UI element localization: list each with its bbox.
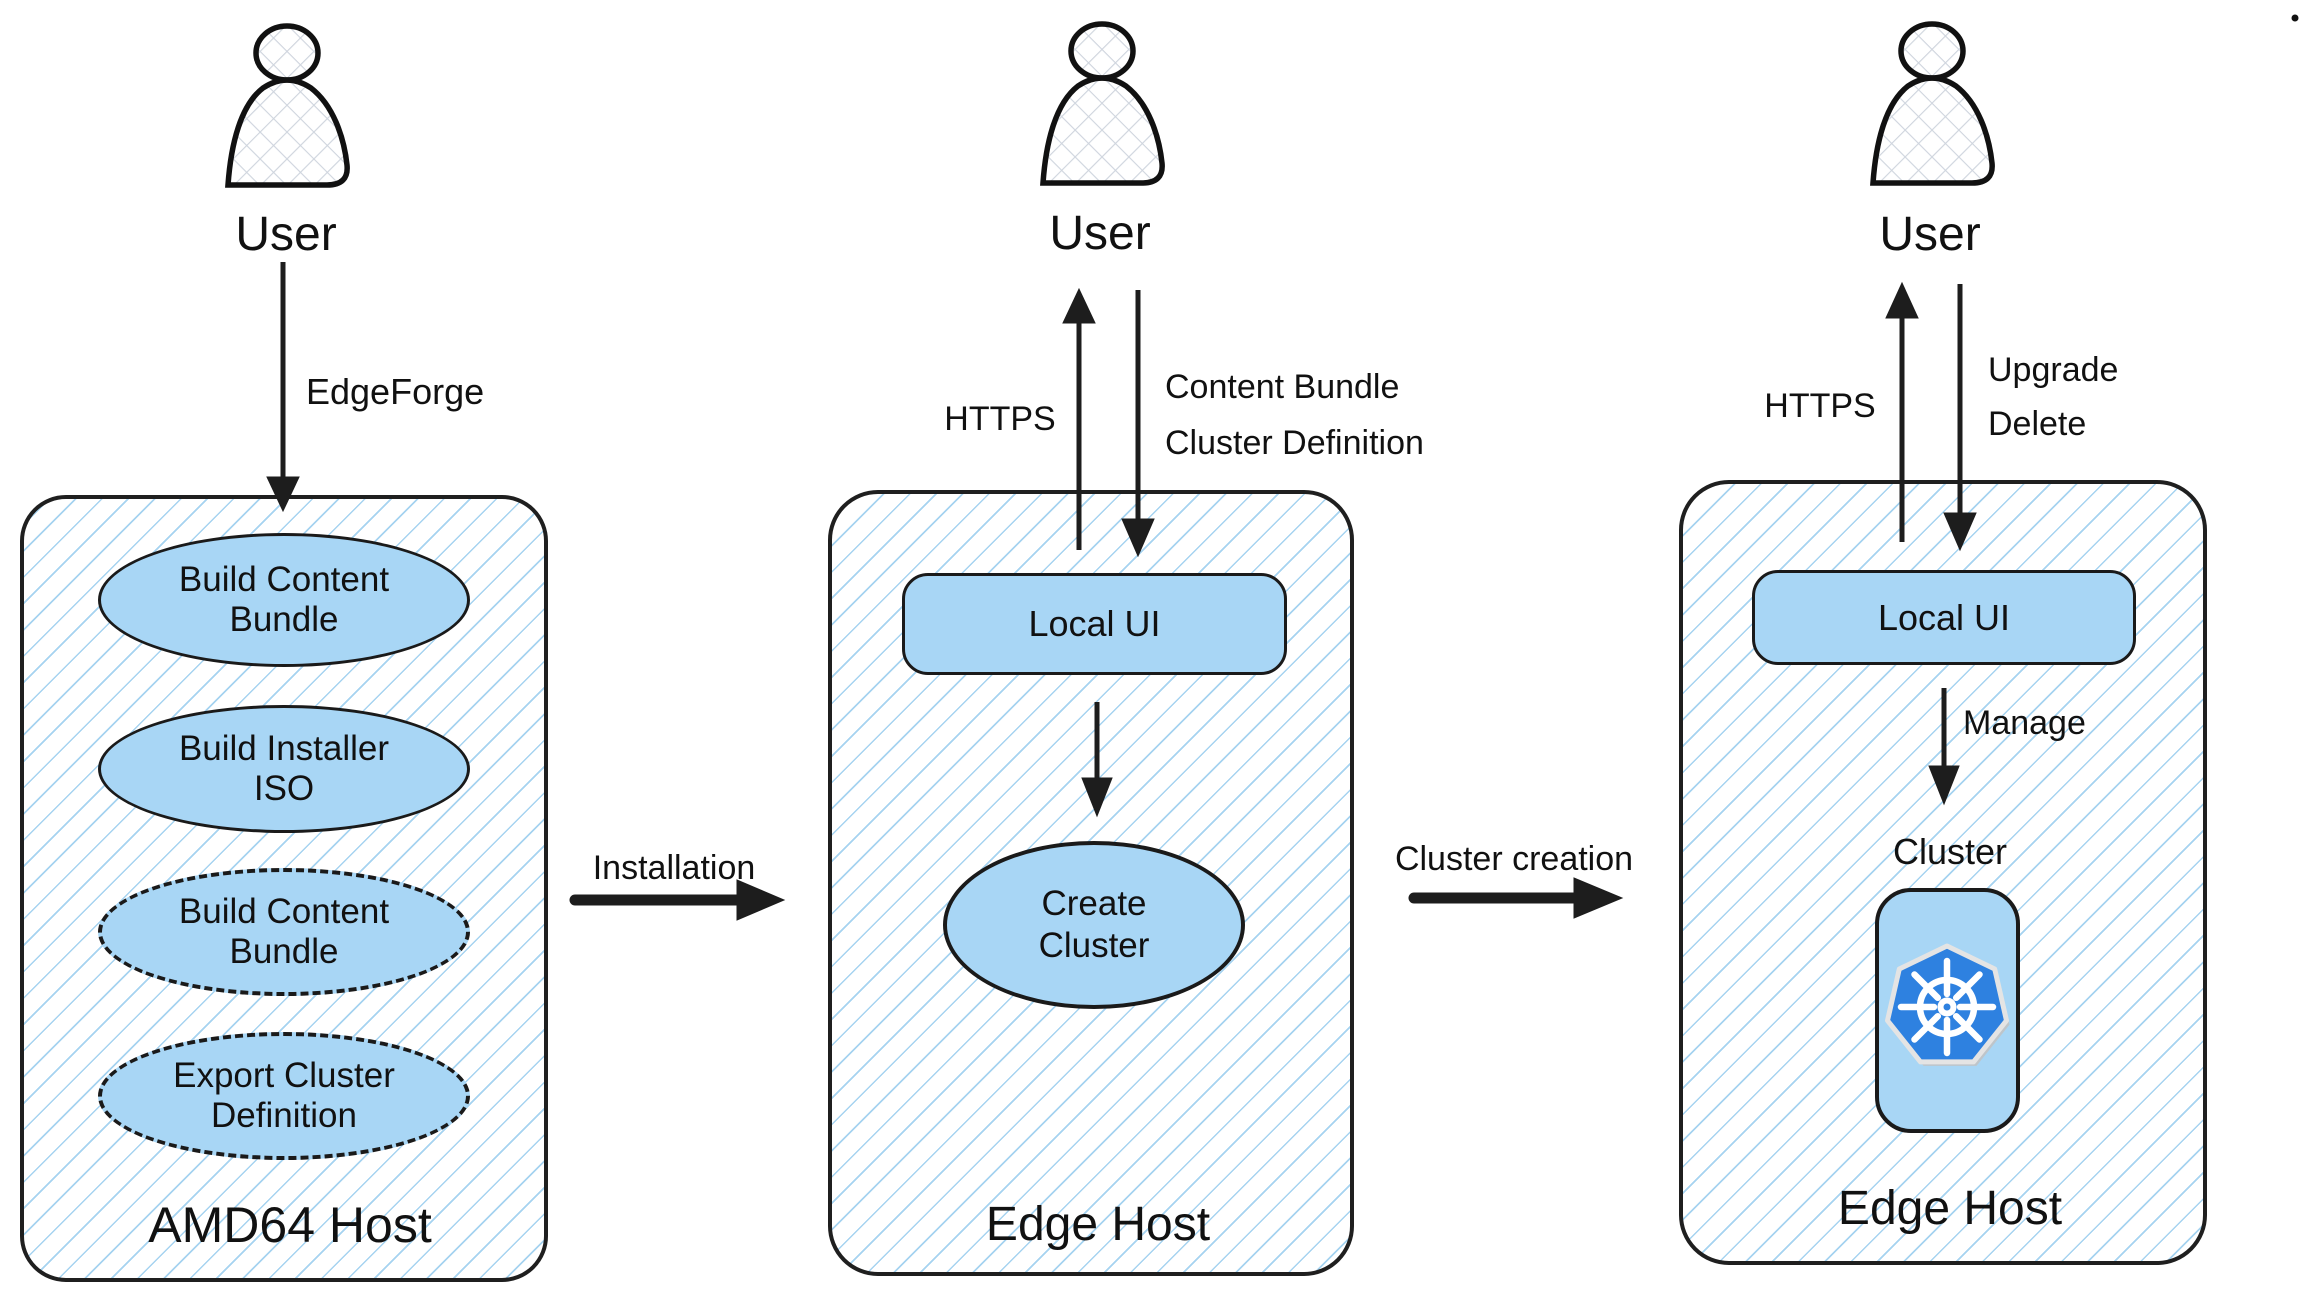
local-ui-node-right: Local UI	[1752, 570, 2136, 665]
node-label-line: Export Cluster	[173, 1056, 395, 1095]
node-label-line: Local UI	[1877, 596, 2011, 638]
user-label-middle: User	[1049, 207, 1151, 260]
node-label-line: Build Content	[178, 892, 390, 931]
user-label-left: User	[235, 208, 337, 261]
delete-label: Delete	[1988, 405, 2087, 443]
node-label-line: Bundle	[229, 600, 339, 639]
build-content-bundle-node: Build Content Bundle	[98, 533, 470, 667]
node-label-line: Create	[1041, 884, 1147, 923]
edge-host-label-middle: Edge Host	[985, 1198, 1211, 1251]
local-ui-node-middle: Local UI	[902, 573, 1287, 675]
user-icon-right	[1873, 24, 1992, 183]
installation-label: Installation	[592, 849, 756, 887]
https-label-middle: HTTPS	[944, 400, 1056, 438]
stray-dot	[2291, 14, 2299, 22]
upgrade-label: Upgrade	[1988, 351, 2119, 389]
kubernetes-cluster-badge	[1875, 888, 2020, 1133]
https-label-right: HTTPS	[1764, 387, 1876, 425]
export-cluster-definition-node: Export Cluster Definition	[98, 1032, 470, 1160]
amd64-host-label: AMD64 Host	[148, 1197, 432, 1253]
node-label-line: Build Content	[178, 560, 390, 599]
build-content-bundle-optional-node: Build Content Bundle	[98, 868, 470, 996]
content-bundle-label: Content Bundle	[1165, 368, 1400, 406]
cluster-creation-label: Cluster creation	[1394, 840, 1634, 878]
user-icon-middle	[1043, 24, 1162, 183]
create-cluster-node: Create Cluster	[943, 841, 1245, 1009]
cluster-creation-arrow	[1408, 877, 1624, 919]
user-label-right: User	[1879, 208, 1981, 261]
edgeforge-label: EdgeForge	[306, 371, 485, 412]
node-label-line: Cluster	[1038, 926, 1150, 965]
node-label-line: Bundle	[229, 932, 339, 971]
cluster-label: Cluster	[1892, 831, 2008, 872]
cluster-definition-label: Cluster Definition	[1165, 424, 1424, 462]
edge-host-label-right: Edge Host	[1837, 1182, 2063, 1235]
user-icon-left	[228, 26, 347, 185]
edgeforge-arrow	[266, 262, 300, 513]
node-label-line: Build Installer	[178, 729, 390, 768]
build-installer-iso-node: Build Installer ISO	[98, 705, 470, 833]
node-label-line: Local UI	[1028, 603, 1161, 644]
node-label-line: ISO	[253, 769, 315, 808]
node-label-line: Definition	[211, 1096, 357, 1135]
manage-label: Manage	[1963, 704, 2086, 742]
